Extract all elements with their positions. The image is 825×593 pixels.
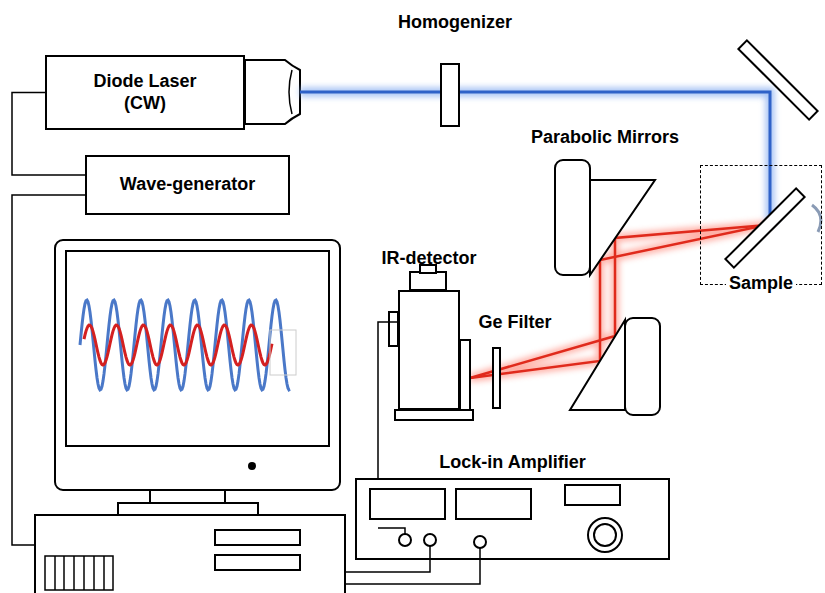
sample-region: Sample	[700, 165, 822, 285]
input-jack	[399, 534, 411, 546]
node-label: Wave-generator	[120, 174, 255, 196]
signal-wire	[378, 528, 405, 534]
ge-filter-plate	[493, 348, 500, 408]
monitor-screen	[66, 251, 329, 446]
laser-box: Diode Laser (CW)	[45, 55, 245, 130]
computer-case	[35, 515, 345, 593]
detector-connector	[389, 312, 398, 346]
lockin-amplifier: Lock-in Amplifier	[355, 478, 670, 560]
detector-window	[460, 340, 470, 415]
case-vents	[45, 556, 113, 590]
laser-nozzle	[245, 60, 300, 124]
signal-wire	[12, 195, 85, 545]
parabolic-mirror-mount	[625, 318, 660, 415]
part-label: Ge Filter	[478, 312, 551, 334]
wave-generator-box: Wave-generator	[85, 155, 290, 215]
part-label: Parabolic Mirrors	[531, 127, 679, 149]
node-label: Diode Laser (CW)	[85, 71, 205, 114]
signal-wave	[84, 325, 272, 365]
sample-edge	[812, 205, 821, 232]
lockin-display	[456, 489, 531, 519]
monitor-foot	[118, 503, 258, 515]
control-knob-inner	[594, 524, 616, 546]
lockin-display	[370, 489, 445, 519]
parabolic-mirror	[590, 180, 655, 275]
output-jack	[474, 536, 486, 548]
monitor-neck	[150, 490, 225, 504]
screen-cursor-box	[270, 330, 296, 375]
sample-plate	[725, 188, 804, 267]
ir-detector: IR-detector	[398, 290, 460, 410]
input-jack	[424, 534, 436, 546]
part-label: Homogenizer	[398, 12, 512, 34]
monitor-frame	[55, 240, 340, 490]
parabolic-mirror	[570, 320, 625, 410]
node-label: Sample	[726, 273, 796, 295]
lockin-display	[565, 485, 620, 505]
drive-bay	[215, 555, 300, 570]
node-label: IR-detector	[381, 248, 476, 270]
detector-base	[395, 410, 473, 420]
wire-path	[378, 322, 398, 478]
power-led	[248, 462, 256, 470]
parabolic-mirror-mount	[555, 160, 590, 275]
reference-wave	[80, 300, 290, 390]
homogenizer-plate	[441, 64, 459, 126]
signal-wire	[345, 548, 480, 584]
signal-wire	[378, 322, 398, 478]
detector-cap	[410, 272, 446, 290]
control-knob	[588, 518, 622, 552]
drive-bay	[215, 530, 300, 545]
fold-mirror	[738, 40, 817, 119]
laser-aperture	[289, 70, 292, 114]
node-label: Lock-in Amplifier	[439, 452, 585, 474]
